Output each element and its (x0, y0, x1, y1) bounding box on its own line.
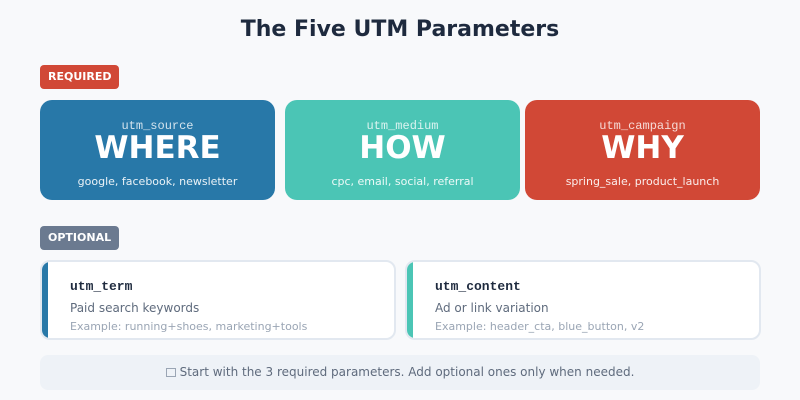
card-utm-content: utm_content Ad or link variation Example… (405, 260, 761, 340)
param-label: WHY (601, 130, 684, 166)
page-title: The Five UTM Parameters (240, 17, 560, 42)
card-utm-medium: utm_medium HOW cpc, email, social, refer… (285, 100, 520, 200)
param-name: utm_source (121, 119, 194, 133)
tip-text: Start with the 3 required parameters. Ad… (179, 365, 635, 379)
param-examples: cpc, email, social, referral (331, 175, 474, 188)
param-name: utm_medium (366, 119, 439, 133)
param-name: utm_content (435, 279, 521, 294)
card-utm-term: utm_term Paid search keywords Example: r… (40, 260, 396, 340)
param-label: HOW (359, 130, 446, 166)
lightbulb-icon (165, 368, 176, 377)
param-description: Ad or link variation (435, 301, 549, 315)
card-utm-campaign: utm_campaign WHY spring_sale, product_la… (525, 100, 760, 200)
optional-badge: OPTIONAL (40, 226, 120, 250)
tip-banner: Start with the 3 required parameters. Ad… (40, 355, 760, 390)
accent-bar (407, 262, 413, 338)
param-example: Example: header_cta, blue_button, v2 (435, 320, 645, 333)
param-examples: google, facebook, newsletter (77, 175, 238, 188)
param-description: Paid search keywords (70, 301, 200, 315)
param-examples: spring_sale, product_launch (565, 175, 720, 188)
accent-bar (42, 262, 48, 338)
param-label: WHERE (94, 130, 221, 166)
param-name: utm_campaign (599, 119, 686, 133)
param-example: Example: running+shoes, marketing+tools (70, 320, 308, 333)
required-badge: REQUIRED (40, 65, 120, 89)
card-utm-source: utm_source WHERE google, facebook, newsl… (40, 100, 275, 200)
param-name: utm_term (70, 279, 133, 294)
